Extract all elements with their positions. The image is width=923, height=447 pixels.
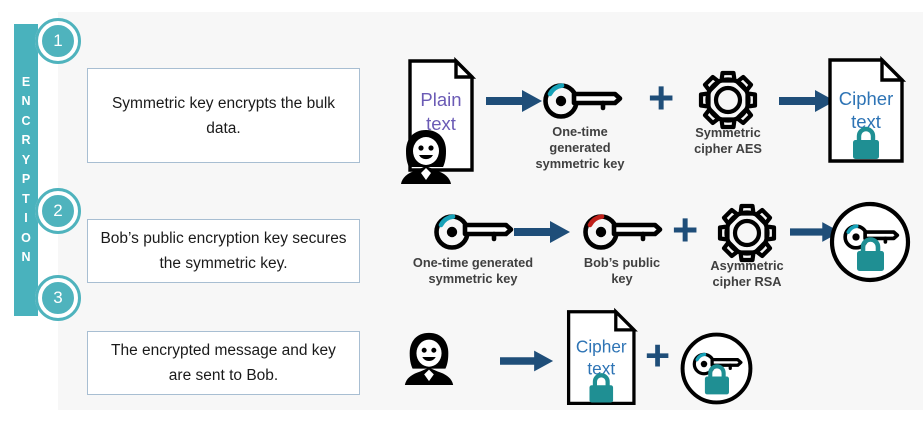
caption-line-2: cipher AES xyxy=(694,141,762,156)
row2-arrow-1 xyxy=(514,219,572,245)
row3-arrow-1 xyxy=(500,348,555,374)
caption-line-3: symmetric key xyxy=(535,156,625,171)
cipher-text-label-line2: text xyxy=(587,358,615,378)
row2-cipher-gear xyxy=(716,203,778,263)
arrow-right-icon xyxy=(500,350,554,372)
caption-line-2: generated xyxy=(549,140,611,155)
person-alice-icon xyxy=(401,130,451,184)
row2-arrow-2 xyxy=(790,219,842,245)
plain-text-label-line1: Plain xyxy=(420,89,461,110)
step-badge-1: 1 xyxy=(35,18,81,64)
caption-line-1: Asymmetric xyxy=(710,258,784,273)
row1-plus-1: + xyxy=(648,72,675,123)
step-badge-ring xyxy=(35,188,81,234)
caption-line-1: One-time generated xyxy=(412,255,534,270)
step-badge-number: 2 xyxy=(40,193,76,229)
key-icon xyxy=(434,214,514,250)
sidebar-letter-9: N xyxy=(21,250,31,264)
encryption-sidebar xyxy=(14,24,38,316)
step-description-2: Bob’s public encryption key secures the … xyxy=(87,219,360,283)
lock-icon xyxy=(857,237,884,271)
row1-cipher-gear xyxy=(697,70,759,130)
row1-gear-caption: Symmetric cipher AES xyxy=(643,125,813,157)
sidebar-letter-3: R xyxy=(21,133,31,147)
gear-icon xyxy=(717,203,777,263)
row1-symmetric-key xyxy=(541,81,623,121)
sidebar-letter-2: C xyxy=(21,113,31,128)
sidebar-letter-1: N xyxy=(21,94,31,108)
row3-ciphertext-document: Cipher text xyxy=(563,307,645,407)
cipher-text-document-icon: Cipher text xyxy=(828,55,907,163)
key-lock-circle-icon xyxy=(680,332,753,405)
step-badge-ring xyxy=(35,18,81,64)
caption-line-2: symmetric key xyxy=(428,271,518,286)
key-icon xyxy=(583,214,663,250)
key-lock-circle-icon xyxy=(829,201,911,283)
row2-symmetric-key xyxy=(432,212,514,252)
plain-text-label-line2: text xyxy=(426,113,456,134)
arrow-right-icon xyxy=(514,221,570,243)
row2-bobs-public-key xyxy=(581,212,663,252)
caption-line-2: key xyxy=(611,271,633,286)
step-badge-2: 2 xyxy=(35,188,81,234)
row1-key-caption: One-time generated symmetric key xyxy=(495,124,665,172)
sidebar-letter-5: P xyxy=(21,172,31,186)
lock-icon xyxy=(589,373,614,403)
step-description-1: Symmetric key encrypts the bulk data. xyxy=(87,68,360,163)
caption-line-1: One-time xyxy=(552,124,608,139)
sidebar-letter-6: T xyxy=(22,191,30,206)
cipher-text-label-line2: text xyxy=(851,111,881,132)
row3-person-icon-wrap xyxy=(401,330,457,386)
lock-icon xyxy=(704,364,729,395)
cipher-text-document-icon: Cipher text xyxy=(566,307,638,406)
sidebar-letter-4: Y xyxy=(21,152,31,167)
sidebar-letter-8: O xyxy=(21,230,31,245)
row3-plus-1: + xyxy=(645,332,671,380)
row2-gear-caption: Asymmetric cipher RSA xyxy=(662,258,832,290)
step-description-3: The encrypted message and key are sent t… xyxy=(87,331,360,395)
encryption-sidebar-label: E N C R Y P T I O N xyxy=(14,24,38,316)
row2-bobs-key-caption: Bob’s public key xyxy=(537,255,707,287)
sidebar-letter-7: I xyxy=(24,211,28,225)
row1-arrow-1 xyxy=(486,88,544,114)
arrow-right-icon xyxy=(486,90,542,112)
lock-icon xyxy=(853,126,879,159)
caption-line-2: cipher RSA xyxy=(712,274,782,289)
row1-person-icon-wrap xyxy=(397,128,455,184)
row2-plus-1: + xyxy=(672,204,699,255)
step-badge-number: 3 xyxy=(40,280,76,316)
cipher-text-label-line1: Cipher xyxy=(576,337,627,357)
row1-ciphertext-document: Cipher text xyxy=(824,55,914,165)
step-badge-number: 1 xyxy=(40,23,76,59)
row3-encrypted-key-bundle xyxy=(679,331,754,406)
step-badge-3: 3 xyxy=(35,275,81,321)
caption-line-1: Bob’s public xyxy=(583,255,661,270)
caption-line-1: Symmetric xyxy=(695,125,761,140)
step-badge-ring xyxy=(35,275,81,321)
gear-icon xyxy=(698,70,758,130)
arrow-right-icon xyxy=(779,90,835,112)
row1-arrow-2 xyxy=(779,88,837,114)
key-icon xyxy=(543,83,623,119)
sidebar-letter-0: E xyxy=(21,74,31,89)
person-alice-icon xyxy=(404,332,454,386)
row2-encrypted-key-bundle xyxy=(828,200,912,284)
cipher-text-label-line1: Cipher xyxy=(839,88,894,109)
arrow-right-icon xyxy=(790,222,841,242)
row2-symmetric-key-caption: One-time generated symmetric key xyxy=(388,255,558,287)
